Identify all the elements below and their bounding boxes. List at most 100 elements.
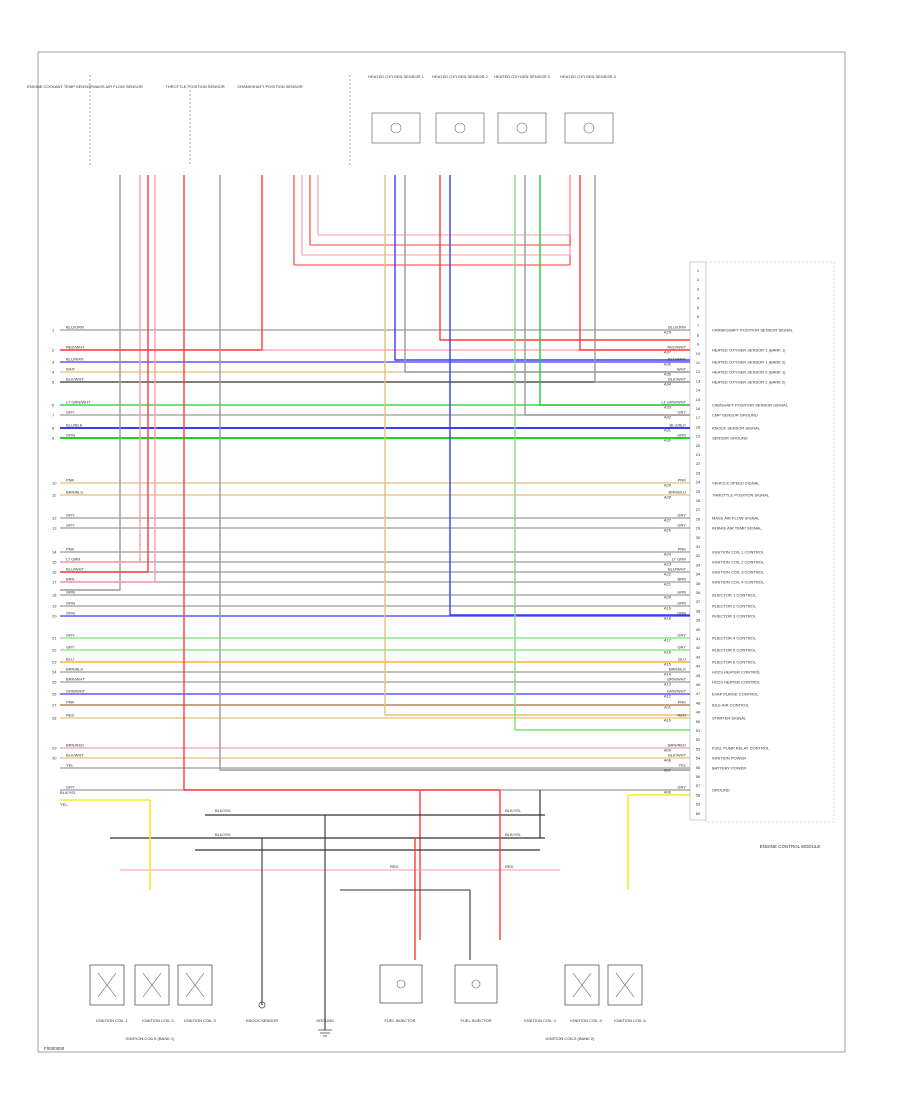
harness-pin-id: A25 bbox=[664, 330, 672, 335]
harness-wire-color-left: RED/WHT bbox=[66, 345, 85, 350]
bottom-component-label: IGNITION COIL 2 bbox=[142, 1018, 174, 1023]
right-pin-number: 35 bbox=[696, 581, 701, 586]
ground-symbol bbox=[318, 1029, 332, 1037]
bottom-component-label: IGNITION COIL 3 bbox=[184, 1018, 216, 1023]
wire-tag-label: RED bbox=[505, 864, 514, 869]
right-pin-number: 54 bbox=[696, 756, 701, 761]
harness-pin-id: A22 bbox=[664, 572, 672, 577]
right-pin-number: 55 bbox=[696, 765, 701, 770]
label-layer: 1234567891011121314151617181920212223242… bbox=[27, 74, 794, 1041]
harness-wire-color-left: LT GRN bbox=[66, 557, 80, 562]
harness-wire-color-right: GRY bbox=[677, 633, 686, 638]
left-pin-number: 6 bbox=[52, 403, 55, 408]
harness-pin-id: A34 bbox=[664, 382, 672, 387]
harness-wire-color-left: BRN bbox=[66, 577, 75, 582]
ignition-coil-box bbox=[564, 964, 600, 1006]
harness-wire-color-left: GRY bbox=[66, 633, 75, 638]
harness-function-label: THROTTLE POSITION SIGNAL bbox=[712, 493, 770, 498]
frame-code: F0000000 bbox=[44, 1046, 65, 1051]
left-pin-number: 13 bbox=[52, 526, 57, 531]
bottom-group-label: IGNITION COILS (BANK 1) bbox=[126, 1036, 176, 1041]
harness-pin-id: A11 bbox=[664, 705, 672, 710]
harness-wire-color-right: GRY bbox=[677, 523, 686, 528]
harness-pin-id: A19 bbox=[664, 606, 672, 611]
right-pin-number: 38 bbox=[696, 608, 701, 613]
harness-function-label: VEHICLE SPEED SIGNAL bbox=[712, 481, 760, 486]
harness-function-label: HEATED OXYGEN SENSOR 1 (BANK 2) bbox=[712, 360, 786, 365]
harness-pin-id: A10 bbox=[664, 718, 672, 723]
right-pin-number: 2 bbox=[697, 277, 700, 282]
harness-wire-color-right: GRY bbox=[677, 513, 686, 518]
bus-wire bbox=[340, 889, 471, 960]
right-pin-number: 56 bbox=[696, 774, 701, 779]
harness-function-label: IDLE AIR CONTROL bbox=[712, 703, 750, 708]
right-pin-number: 18 bbox=[696, 424, 701, 429]
harness-wire-color-right: ORN bbox=[677, 611, 686, 616]
sensor-drop-wire bbox=[514, 175, 690, 731]
right-pin-number: 37 bbox=[696, 599, 701, 604]
right-pin-number: 49 bbox=[696, 710, 701, 715]
wire-tag-label: YEL bbox=[60, 802, 68, 807]
left-pin-number: 29 bbox=[52, 746, 57, 751]
left-pin-number: 18 bbox=[52, 593, 57, 598]
left-pin-number: 2 bbox=[52, 348, 55, 353]
left-pin-number: 4 bbox=[52, 370, 55, 375]
harness-function-label: IGNITION COIL 3 CONTROL bbox=[712, 570, 765, 575]
harness-pin-id: A24 bbox=[664, 552, 672, 557]
right-pin-number: 45 bbox=[696, 673, 701, 678]
right-pin-number: 33 bbox=[696, 562, 701, 567]
left-pin-number: 23 bbox=[52, 660, 57, 665]
harness-wire-color-right: GRY bbox=[677, 410, 686, 415]
bottom-component-label: GROUND bbox=[316, 1018, 334, 1023]
right-pin-number: 53 bbox=[696, 746, 701, 751]
harness-pin-id: A37 bbox=[664, 350, 672, 355]
top-component-label: MASS AIR FLOW SENSOR bbox=[93, 84, 143, 89]
ignition-coil-symbol bbox=[572, 972, 592, 998]
harness-pin-id: A07 bbox=[664, 768, 672, 773]
harness-wire-color-left: PNK bbox=[66, 547, 75, 552]
right-pin-number: 17 bbox=[696, 415, 701, 420]
harness-function-label: CRANKSHAFT POSITION SENSOR SIGNAL bbox=[712, 328, 794, 333]
wire-tag-label: BLK/YEL bbox=[60, 790, 77, 795]
harness-wire-color-left: BLK/WHT bbox=[66, 753, 84, 758]
bottom-component-label: FUEL INJECTOR bbox=[384, 1018, 415, 1023]
sensor-loop-wire bbox=[293, 175, 571, 266]
right-pin-number: 44 bbox=[696, 664, 701, 669]
harness-wire-color-right: PNK bbox=[678, 478, 687, 483]
fuel-injector-box bbox=[454, 964, 498, 1004]
harness-function-label: IGNITION COIL 2 CONTROL bbox=[712, 560, 765, 565]
harness-wire-color-left: YEL bbox=[66, 763, 74, 768]
fuel-injector-symbol bbox=[471, 979, 481, 989]
right-pin-number: 19 bbox=[696, 434, 701, 439]
left-pin-number: 19 bbox=[52, 604, 57, 609]
harness-wire-color-right: YEL bbox=[678, 763, 686, 768]
harness-wire-color-right: PNK bbox=[678, 700, 687, 705]
harness-function-label: MASS AIR FLOW SIGNAL bbox=[712, 516, 760, 521]
left-pin-number: 22 bbox=[52, 648, 57, 653]
wire-tag-label: RED bbox=[390, 864, 399, 869]
harness-function-label: HEATED OXYGEN SENSOR 2 (BANK 1) bbox=[712, 370, 786, 375]
harness-wire-color-right: LT GRN/WHT bbox=[661, 400, 686, 405]
harness-function-label: HO2S HEATER CONTROL bbox=[712, 670, 761, 675]
component-layer bbox=[89, 75, 643, 1037]
ecm-label: ENGINE CONTROL MODULE bbox=[760, 844, 821, 849]
sensor-loop-wire bbox=[317, 175, 571, 236]
left-pin-number: 16 bbox=[52, 570, 57, 575]
right-pin-number: 39 bbox=[696, 618, 701, 623]
bottom-component-label: FUEL INJECTOR bbox=[460, 1018, 491, 1023]
harness-function-label: CMP SENSOR GROUND bbox=[712, 413, 758, 418]
fuel-injector-box bbox=[379, 964, 423, 1004]
harness-wire-color-right: BLU bbox=[678, 657, 686, 662]
harness-wire-color-right: BRN/WHT bbox=[667, 677, 686, 682]
left-pin-number: 17 bbox=[52, 580, 57, 585]
right-pin-number: 57 bbox=[696, 783, 701, 788]
harness-pin-id: A18 bbox=[664, 616, 672, 621]
ignition-coil-symbol bbox=[97, 972, 117, 998]
wire-tag-label: BLK/YEL bbox=[505, 808, 522, 813]
harness-wire-color-left: ORN bbox=[66, 611, 75, 616]
harness-pin-id: A12 bbox=[664, 694, 672, 699]
left-pin-number: 3 bbox=[52, 360, 55, 365]
harness-wire-color-left: GRN bbox=[66, 601, 75, 606]
top-splice-bracket bbox=[89, 75, 351, 165]
